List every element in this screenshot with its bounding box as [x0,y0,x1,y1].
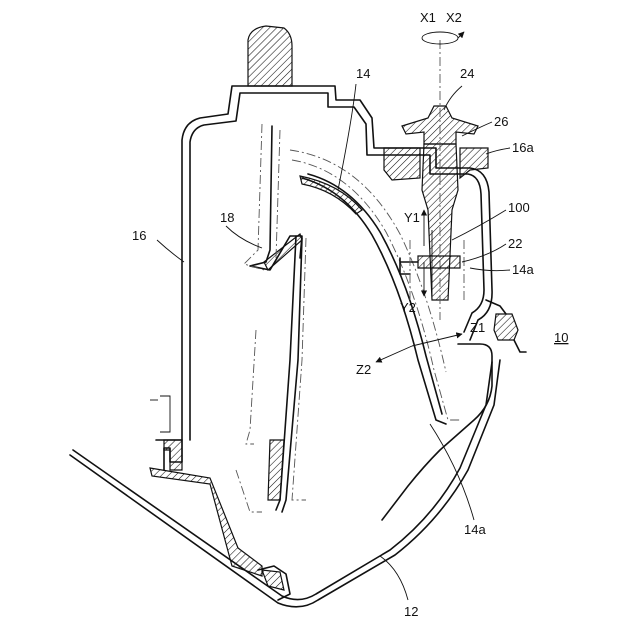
label-10: 10 [554,330,568,345]
label-100: 100 [508,200,530,215]
label-z2: Z2 [356,362,371,377]
label-24: 24 [460,66,474,81]
label-22: 22 [508,236,522,251]
rotation-arrow-x [422,32,464,44]
pivot-22 [400,230,464,300]
label-14a-upper: 14a [512,262,534,277]
label-16: 16 [132,228,146,243]
arrow-z1 [412,334,462,346]
label-16a: 16a [512,140,534,155]
seal-clip [486,300,526,352]
label-x1: X1 [420,10,436,25]
label-y1: Y1 [404,210,420,225]
label-y2: Y2 [400,300,416,315]
aiming-screw-24 [402,40,478,320]
label-14: 14 [356,66,370,81]
label-14a-lower: 14a [464,522,486,537]
label-26: 26 [494,114,508,129]
outer-lens-12 [70,360,500,607]
arrow-z2 [376,346,412,362]
label-18: 18 [220,210,234,225]
label-12: 12 [404,604,418,619]
label-x2: X2 [446,10,462,25]
extension-18 [236,124,306,512]
label-z1: Z1 [470,320,485,335]
mounting-boss [248,26,292,86]
